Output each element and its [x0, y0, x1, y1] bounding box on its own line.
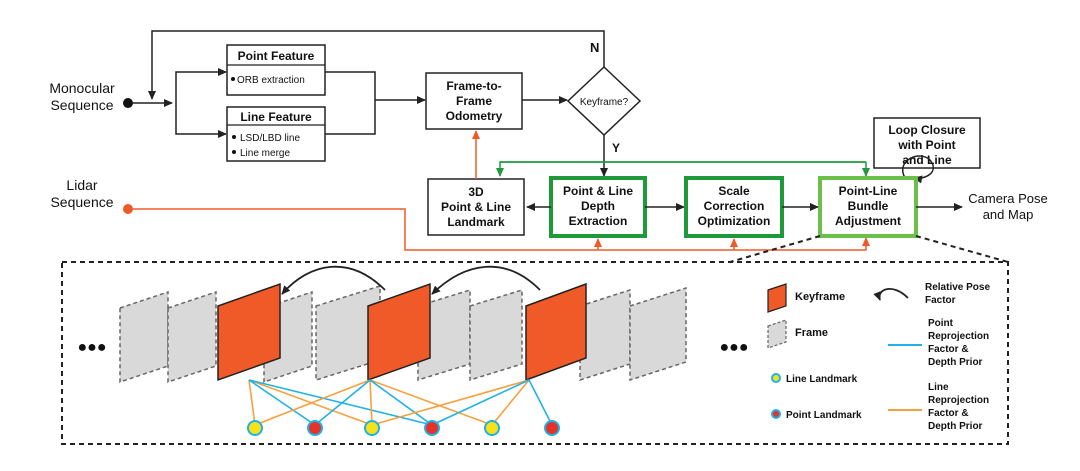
legend-relative-pose-2: Factor — [925, 295, 956, 306]
line-landmark — [247, 420, 263, 436]
ba-label-1: Point-Line — [839, 184, 898, 198]
legend-frame-swatch — [767, 319, 787, 349]
output-label-1: Camera Pose — [968, 191, 1047, 206]
frame — [167, 290, 217, 384]
depth-label-1: Point & Line — [563, 184, 633, 198]
yes-branch-label: Y — [612, 141, 620, 155]
odometry-label-2: Frame — [456, 94, 492, 108]
scale-label-2: Correction — [704, 199, 765, 213]
landmark-label-2: Point & Line — [441, 200, 511, 214]
legend-relative-pose-1: Relative Pose — [925, 282, 990, 293]
relative-pose-arc-2 — [431, 265, 541, 295]
legend-point-reproj-4: Depth Prior — [928, 357, 983, 368]
legend-keyframe-swatch — [767, 283, 787, 313]
odometry-label-3: Odometry — [446, 109, 503, 123]
legend-line-reproj-3: Factor & — [928, 408, 969, 419]
point-feature-box — [226, 44, 326, 96]
legend-line-landmark-swatch — [771, 373, 781, 383]
detail-panel — [61, 261, 1009, 445]
line-feature-box — [226, 106, 326, 162]
keyframe-decision-label: Keyframe? — [580, 97, 629, 108]
loop-closure-label-2: with Point — [897, 138, 955, 152]
depth-label-2: Depth — [581, 199, 615, 213]
legend-point-reproj-2: Reprojection — [928, 331, 989, 342]
legend-line-reproj-2: Reprojection — [928, 395, 989, 406]
landmark-label-3: Landmark — [447, 215, 505, 229]
legend-point-landmark-swatch — [771, 409, 781, 419]
ellipsis-right: ●●● — [720, 339, 749, 356]
orb-extraction-label: ORB extraction — [237, 75, 305, 86]
ba-label-2: Bundle — [848, 199, 889, 213]
legend-point-reproj-1: Point — [928, 318, 954, 329]
ellipsis-left: ●●● — [78, 339, 107, 356]
keyframe-3 — [525, 282, 587, 382]
legend-keyframe-label: Keyframe — [795, 291, 845, 303]
lidar-label-2: Sequence — [50, 194, 113, 210]
scale-label-1: Scale — [718, 184, 750, 198]
legend-line-reproj-4: Depth Prior — [928, 421, 983, 432]
line-landmark — [364, 420, 380, 436]
monocular-input-dot — [123, 98, 133, 108]
line-feature-title: Line Feature — [240, 110, 312, 124]
output-label-2: and Map — [983, 207, 1034, 222]
frame — [469, 288, 523, 382]
lsd-lbd-label: LSD/LBD line — [240, 133, 300, 144]
monocular-label-2: Sequence — [50, 97, 113, 113]
point-landmark — [424, 420, 440, 436]
legend-line-landmark-label: Line Landmark — [786, 374, 858, 385]
point-landmark — [544, 420, 560, 436]
ba-label-3: Adjustment — [835, 214, 901, 228]
loop-closure-label-1: Loop Closure — [888, 123, 966, 137]
depth-label-3: Extraction — [569, 214, 628, 228]
loop-closure-box — [873, 117, 981, 169]
legend-relative-pose-arrow — [873, 288, 909, 301]
legend-frame-label: Frame — [795, 327, 828, 339]
lidar-label: Lidar — [66, 177, 97, 193]
frame — [629, 286, 687, 382]
loop-closure-label-3: and Line — [902, 153, 952, 167]
relative-pose-arc-1 — [281, 265, 386, 295]
no-branch-label: N — [590, 40, 599, 55]
bundle-adjustment-box — [818, 176, 918, 238]
frame — [579, 288, 631, 382]
odometry-label-1: Frame-to- — [446, 79, 501, 93]
landmark-box — [427, 178, 525, 236]
lidar-input-dot — [123, 204, 133, 214]
monocular-label: Monocular — [49, 80, 115, 96]
point-landmark — [307, 420, 323, 436]
legend-point-landmark-label: Point Landmark — [786, 410, 862, 421]
point-feature-title: Point Feature — [238, 49, 315, 63]
frame-sequence — [119, 284, 687, 384]
keyframe-2 — [367, 282, 431, 382]
frame-odometry-box — [425, 72, 523, 130]
landmark-label-1: 3D — [468, 185, 484, 199]
reprojection-factors — [248, 379, 553, 426]
keyframe-1 — [217, 282, 281, 382]
legend-line-reproj-1: Line — [928, 382, 949, 393]
frame — [119, 290, 169, 384]
line-landmark — [484, 420, 500, 436]
line-merge-label: Line merge — [240, 148, 290, 159]
legend-point-reproj-3: Factor & — [928, 344, 969, 355]
scale-label-3: Optimization — [698, 214, 771, 228]
